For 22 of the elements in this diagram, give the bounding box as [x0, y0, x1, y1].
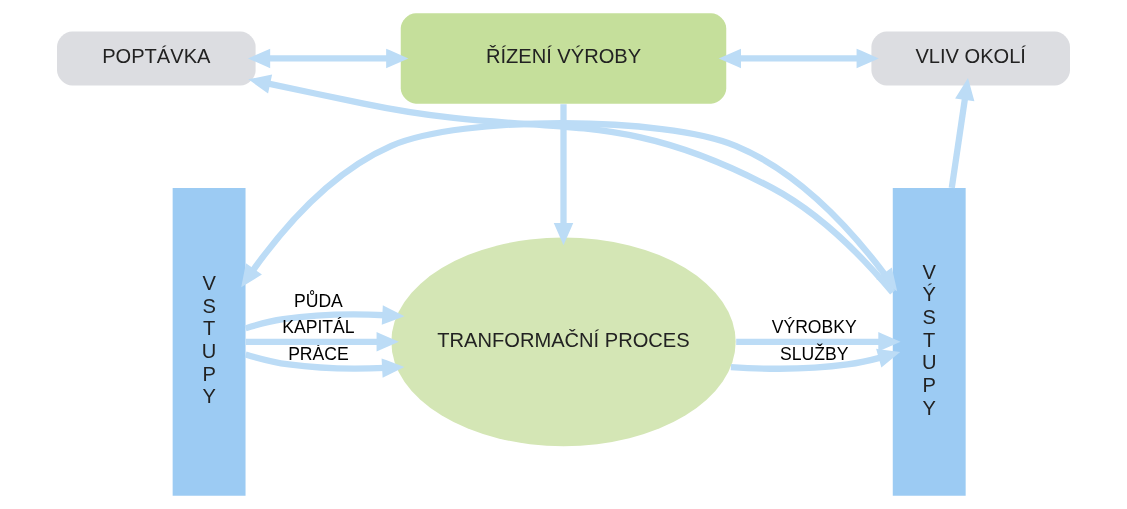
node-box: V S T U P Y	[172, 187, 246, 496]
arrow	[948, 77, 975, 189]
node-box: V Ý S T U P Y	[892, 187, 966, 496]
arrow	[244, 351, 405, 378]
arrow	[248, 74, 895, 295]
edge-label: PŮDA	[294, 290, 343, 311]
arrow	[241, 120, 898, 292]
arrow	[244, 305, 405, 332]
arrow	[718, 48, 879, 69]
arrow	[553, 104, 574, 246]
node-box: ŘÍZENÍ VÝROBY	[400, 13, 727, 104]
edge-label: KAPITÁL	[282, 317, 355, 338]
edge-label: PRÁCE	[288, 343, 349, 364]
arrow	[245, 332, 399, 352]
edge-label: VÝROBKY	[771, 317, 857, 338]
edge-label: SLUŽBY	[780, 343, 849, 364]
arrow	[247, 48, 409, 69]
node-box: VLIV OKOLÍ	[871, 31, 1070, 86]
node-box: POPTÁVKA	[57, 31, 256, 86]
arrow	[736, 332, 901, 352]
node-ellipse: TRANFORMAČNÍ PROCES	[391, 237, 736, 447]
arrow	[730, 348, 901, 372]
